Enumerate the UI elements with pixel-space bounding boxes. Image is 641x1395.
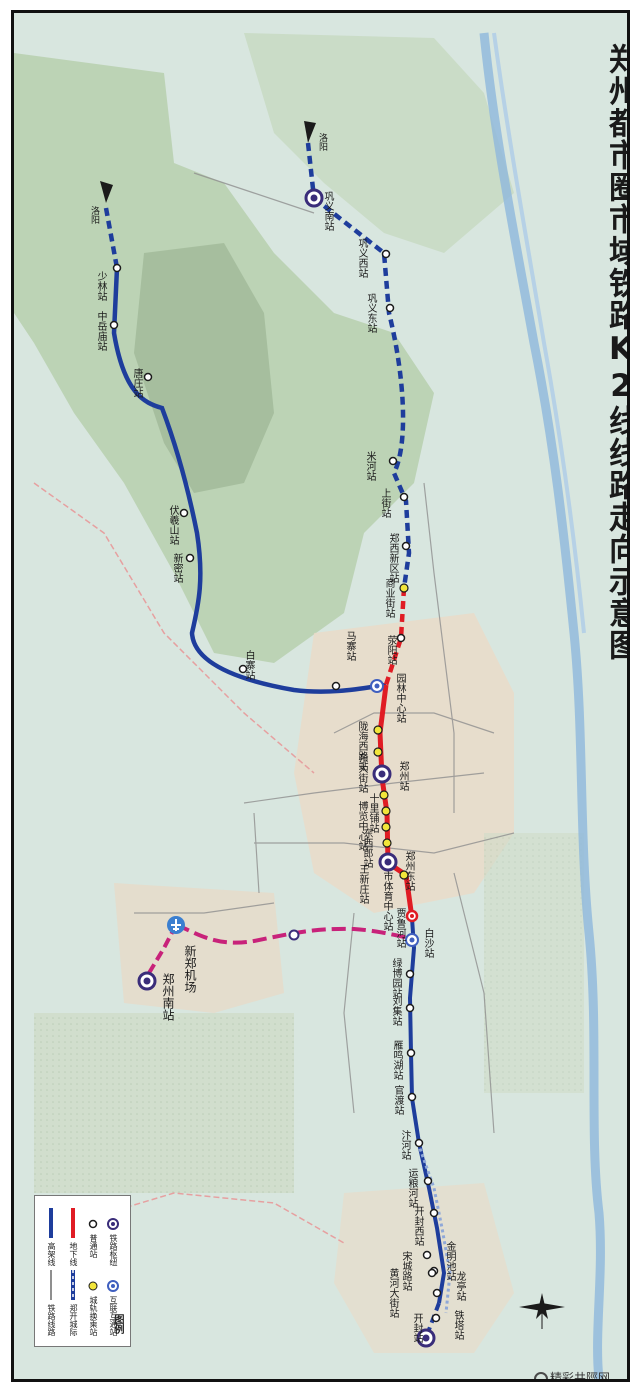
station-label-kaifeng-station: 开封站 [411,1313,422,1343]
station-label-yunlianghe: 运粮河站 [406,1168,417,1208]
station-label-jialu-he: 贾鲁河站 [394,908,405,948]
station-jialuhe-icon [405,909,419,923]
interchange-mid-icon [288,929,300,941]
station-label-lvbo-yuan: 绿博园站 [390,958,401,998]
map-frame: 郑州都市圈市域铁路K2线线路走向示意图 洛阳 洛阳 巩义南站 巩义西站 巩义东站… [11,10,630,1382]
station-label-songcheng-lu: 宋城路站 [400,1251,411,1291]
hub-gongyi-south-icon [304,188,324,208]
zhengkai-intercity-line [416,1142,452,1314]
station-label-tieta: 铁塔站 [452,1310,463,1340]
station-label-mazhai: 马寨站 [344,631,355,661]
legend-label-elevated: 高架线 [47,1242,56,1266]
station-label-shili-pu: 十里铺站 [367,793,378,833]
legend-label-intercity: 郑开城际 [69,1304,78,1336]
station-label-boxian-zhongxin: 博览中心站 [356,801,367,851]
station-label-zhengzhou-south: 郑州南站 [161,973,175,1021]
interchange-yuanlin-icon [370,679,384,693]
station-label-baisha-west: 白寨站 [243,650,254,680]
station-label-dongda-jie: 东大街站 [356,753,367,793]
station-label-yanming-hu: 雁鸣湖站 [391,1040,402,1080]
yellow-river [479,32,605,1379]
legend-label-hub: 铁路枢纽 [109,1234,118,1266]
k2-line-west-branch [111,267,387,694]
transfer-stations [373,583,409,880]
station-label-zhengzhou-east: 郑州东站 [403,851,414,891]
hub-zhengzhou-east-icon [378,852,398,872]
hub-zhengzhou-south-icon [137,971,157,991]
map-canvas [14,13,627,1379]
watermark-text: 精彩井陘网 [550,1371,611,1382]
north-compass-icon [519,1293,565,1329]
station-label-wangxin-zhuang: 王新庄站 [357,864,368,904]
highland-area [244,33,514,253]
arrow-luoyang-west-icon [100,181,113,203]
urban-area-airport [114,883,284,1013]
legend-label-rail: 铁路线路 [47,1304,56,1336]
dotted-farmland-east [484,833,584,1093]
station-label-xinmi: 新密站 [171,553,182,583]
station-label-xinzheng-airport: 新郑机场 [183,945,197,993]
station-label-gongyi-east: 巩义东站 [365,293,376,333]
interchange-baisha-icon [405,933,419,947]
station-label-jinming-chi: 金明池站 [444,1241,455,1281]
station-label-longting: 龙亭站 [454,1271,465,1301]
hub-kaifeng-icon [416,1328,436,1348]
station-label-zhongyue-miao: 中岳庙站 [95,311,106,351]
station-label-kaifeng-west: 开封西站 [412,1206,423,1246]
station-label-longhu-xilu: 陇海西路站 [356,721,367,771]
station-label-liuji: 刘集站 [390,996,401,1026]
legend-hub-icon [107,1218,119,1230]
legend: 图例 铁路枢纽 互联互通站 普通站 城轨换乘站 地下线 郑开城际 高架线 铁路线… [34,1195,131,1347]
station-label-gongyi-west: 巩义西站 [356,238,367,278]
airport-plane-icon [167,916,185,934]
normal-stations [109,249,442,1323]
legend-transfer-icon [88,1281,98,1291]
arrow-luoyang-top-icon [304,121,316,143]
station-label-dongfeng-dong: 东西郎站 [361,828,372,868]
legend-symbols [49,1208,119,1300]
station-label-mihe: 米河站 [364,451,375,481]
legend-label-underground: 地下线 [69,1242,78,1266]
station-label-guandu: 官渡站 [392,1085,403,1115]
legend-interchange-icon [107,1280,119,1292]
station-label-fuwei-shan: 伏羲山站 [167,505,178,545]
station-label-huanghe-dajie: 黄河大街站 [387,1268,398,1318]
county-boundary-south [73,1192,345,1244]
k2-line-red-dashed [383,587,407,686]
legend-label-interchange: 互联互通站 [109,1296,118,1336]
direction-label-luoyang-west: 洛阳 [89,206,99,224]
station-label-shitiyu-zhongxin: 市体育中心站 [381,871,392,931]
station-label-xingyang: 荥阳站 [385,635,396,665]
watermark-logo-icon [534,1371,548,1379]
station-label-zhengxi-xinqu: 郑西新区站 [387,533,398,583]
river-bank [492,32,586,634]
legend-label-transfer: 城轨换乘站 [89,1296,98,1336]
legend-title: 图例 [112,1314,123,1334]
station-label-shaolin: 少林站 [95,271,106,301]
station-label-dengfeng: 唐庄站 [131,368,142,398]
k2-line-gongyi-branch [312,196,412,589]
k2-line-west-end-dashed [103,207,120,269]
legend-station-icon [88,1219,98,1229]
urban-area-kaifeng [334,1183,514,1353]
k2-line-east-end-dashed [422,1302,441,1344]
station-label-shangye-jie: 商业街站 [383,578,394,618]
county-boundary [33,482,315,774]
station-label-gongyi-south: 巩义南站 [322,191,333,231]
station-label-baisha: 白沙站 [422,928,433,958]
legend-label-station: 普通站 [89,1234,98,1258]
hub-zhengzhou-icon [372,764,392,784]
station-label-bianhe: 汴河站 [399,1130,410,1160]
station-label-yuanlin-zhongxin: 园林中心站 [394,673,405,723]
station-label-shangjie: 上街站 [379,488,390,518]
page-title: 郑州都市圈市域铁路K2线线路走向示意图 [603,43,630,661]
dotted-farmland [34,1013,294,1193]
station-label-zhengzhou-station: 郑州站 [397,761,408,791]
direction-label-luoyang-top: 洛阳 [317,133,327,151]
watermark: 精彩井陘网 [534,1369,611,1382]
